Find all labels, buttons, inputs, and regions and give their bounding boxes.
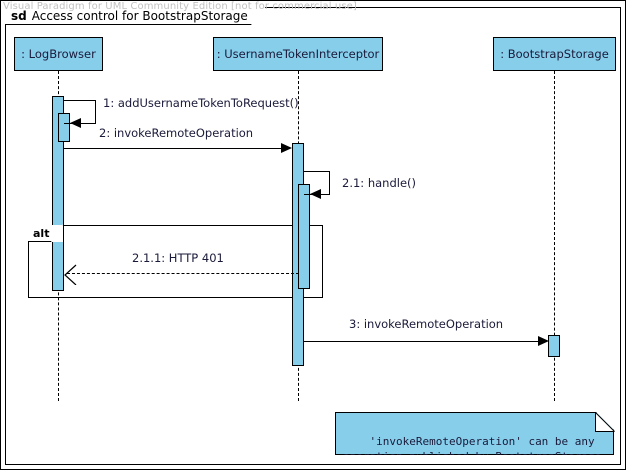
message-1-arrowhead [70,118,81,128]
message-2-line[interactable] [64,148,283,149]
message-2-label: 2: invokeRemoteOperation [99,126,254,140]
note-fold-corner-icon [595,412,615,432]
message-3-line[interactable] [304,341,540,342]
sd-frame-border [5,7,621,465]
activation-logbrowser-nested[interactable] [58,113,70,142]
message-2-arrowhead [281,143,292,153]
lifeline-label-usernametokeninterceptor: : UsernameTokenInterceptor [216,47,380,61]
activation-interceptor-nested[interactable] [298,184,310,289]
lifeline-head-logbrowser[interactable]: : LogBrowser [14,37,103,71]
alt-fragment-operator-label: alt [33,226,50,240]
note-invokeremoteoperation[interactable]: 'invokeRemoteOperation' can be any opera… [335,412,614,455]
sd-frame-title: Access control for BootstrapStorage [31,8,248,23]
sd-frame-tab-corner [250,6,265,25]
sd-frame-kind: sd [11,8,27,23]
message-2-1-arrowhead [310,189,321,199]
message-2-1-1-arrowhead [64,264,77,285]
message-2-1-1-line[interactable] [67,273,299,274]
lifeline-line-bootstrapstorage [554,71,555,401]
sd-frame-label: sd Access control for BootstrapStorage [5,6,265,25]
lifeline-label-bootstrapstorage: : BootstrapStorage [500,47,609,61]
alt-fragment-tab-corner [51,224,64,242]
activation-bootstrapstorage[interactable] [548,335,560,357]
message-3-arrowhead [538,336,549,346]
message-1-label: 1: addUsernameTokenToRequest() [103,96,299,110]
lifeline-head-usernametokeninterceptor[interactable]: : UsernameTokenInterceptor [213,37,383,71]
message-2-1-label: 2.1: handle() [342,176,416,190]
alt-fragment[interactable] [28,225,323,298]
lifeline-label-logbrowser: : LogBrowser [21,47,96,61]
message-3-label: 3: invokeRemoteOperation [349,317,504,331]
alt-fragment-operator: alt [28,224,64,242]
activation-logbrowser-main[interactable] [52,96,64,291]
message-2-1-1-label: 2.1.1: HTTP 401 [132,251,224,265]
lifeline-head-bootstrapstorage[interactable]: : BootstrapStorage [493,37,616,71]
